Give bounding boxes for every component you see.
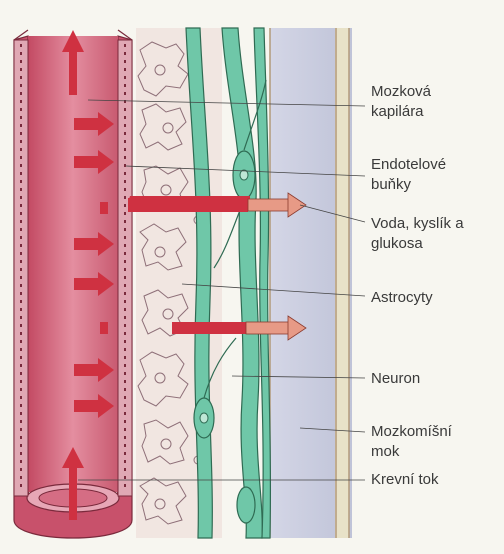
- label-neuron: Neuron: [371, 369, 420, 389]
- label-krevni-tok: Krevní tok: [371, 470, 439, 490]
- label-voda-kyslik-glukosa: Voda, kyslík a glukosa: [371, 214, 464, 254]
- label-endotelove-bunky: Endotelové buňky: [371, 155, 446, 195]
- label-mozkomisni-mok: Mozkomíšní mok: [371, 422, 452, 462]
- label-astrocyty: Astrocyty: [371, 288, 433, 308]
- label-mozkova-kapilara: Mozková kapilára: [371, 82, 431, 122]
